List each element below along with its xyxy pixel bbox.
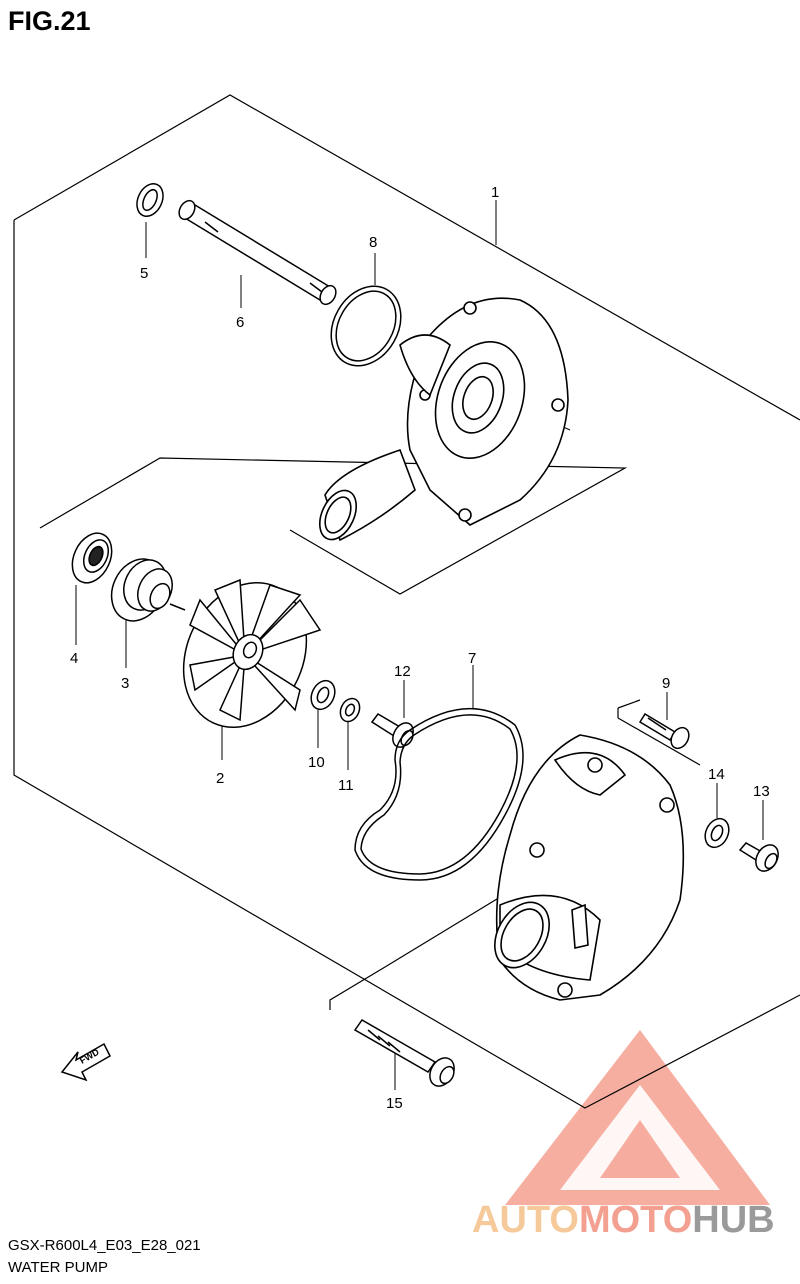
callout-1: 1 xyxy=(491,184,499,201)
callout-4: 4 xyxy=(70,650,78,667)
leader-lines xyxy=(75,200,764,1090)
watermark-part-1: AUTO xyxy=(472,1199,579,1241)
watermark-logo xyxy=(505,1030,770,1205)
part-7-gasket xyxy=(354,708,524,881)
callout-8: 8 xyxy=(369,234,377,251)
callout-10: 10 xyxy=(308,754,325,771)
pump-body xyxy=(319,297,569,542)
callout-7: 7 xyxy=(468,650,476,667)
part-2-impeller xyxy=(182,578,322,729)
callout-13: 13 xyxy=(753,783,770,800)
callout-6: 6 xyxy=(236,314,244,331)
callout-14: 14 xyxy=(708,766,725,783)
part-12-bolt xyxy=(370,713,414,748)
part-8-o-ring xyxy=(330,285,402,367)
part-6-shaft xyxy=(178,199,337,306)
part-10-washer xyxy=(310,679,336,711)
part-5-washer xyxy=(136,183,164,217)
pump-cover xyxy=(494,734,685,1001)
callout-11: 11 xyxy=(338,777,354,794)
callout-5: 5 xyxy=(140,265,148,282)
part-4-seal xyxy=(71,532,113,584)
fwd-arrow-icon: FWD xyxy=(60,1042,111,1082)
callout-labels: 1 2 3 4 5 6 7 8 9 10 11 12 13 14 15 xyxy=(70,184,770,1112)
watermark-part-3: HUB xyxy=(692,1199,774,1241)
part-3-mechanical-seal xyxy=(110,558,186,622)
part-14-washer xyxy=(704,817,730,849)
figure-title: FIG.21 xyxy=(8,6,91,36)
part-11-nut xyxy=(339,697,361,723)
watermark-text: AUTOMOTOHUB xyxy=(472,1199,775,1241)
callout-15: 15 xyxy=(386,1095,403,1112)
callout-12: 12 xyxy=(394,663,411,680)
figure-name: WATER PUMP xyxy=(8,1259,108,1276)
assembly-outline xyxy=(13,94,800,1109)
figure-code: GSX-R600L4_E03_E28_021 xyxy=(8,1237,201,1254)
watermark-part-2: MOTO xyxy=(579,1199,692,1241)
callout-3: 3 xyxy=(121,675,129,692)
callout-9: 9 xyxy=(662,675,670,692)
part-9-bolt xyxy=(638,712,690,750)
part-13-bolt xyxy=(738,842,779,872)
part-15-long-bolt xyxy=(353,1019,455,1087)
callout-2: 2 xyxy=(216,770,224,787)
